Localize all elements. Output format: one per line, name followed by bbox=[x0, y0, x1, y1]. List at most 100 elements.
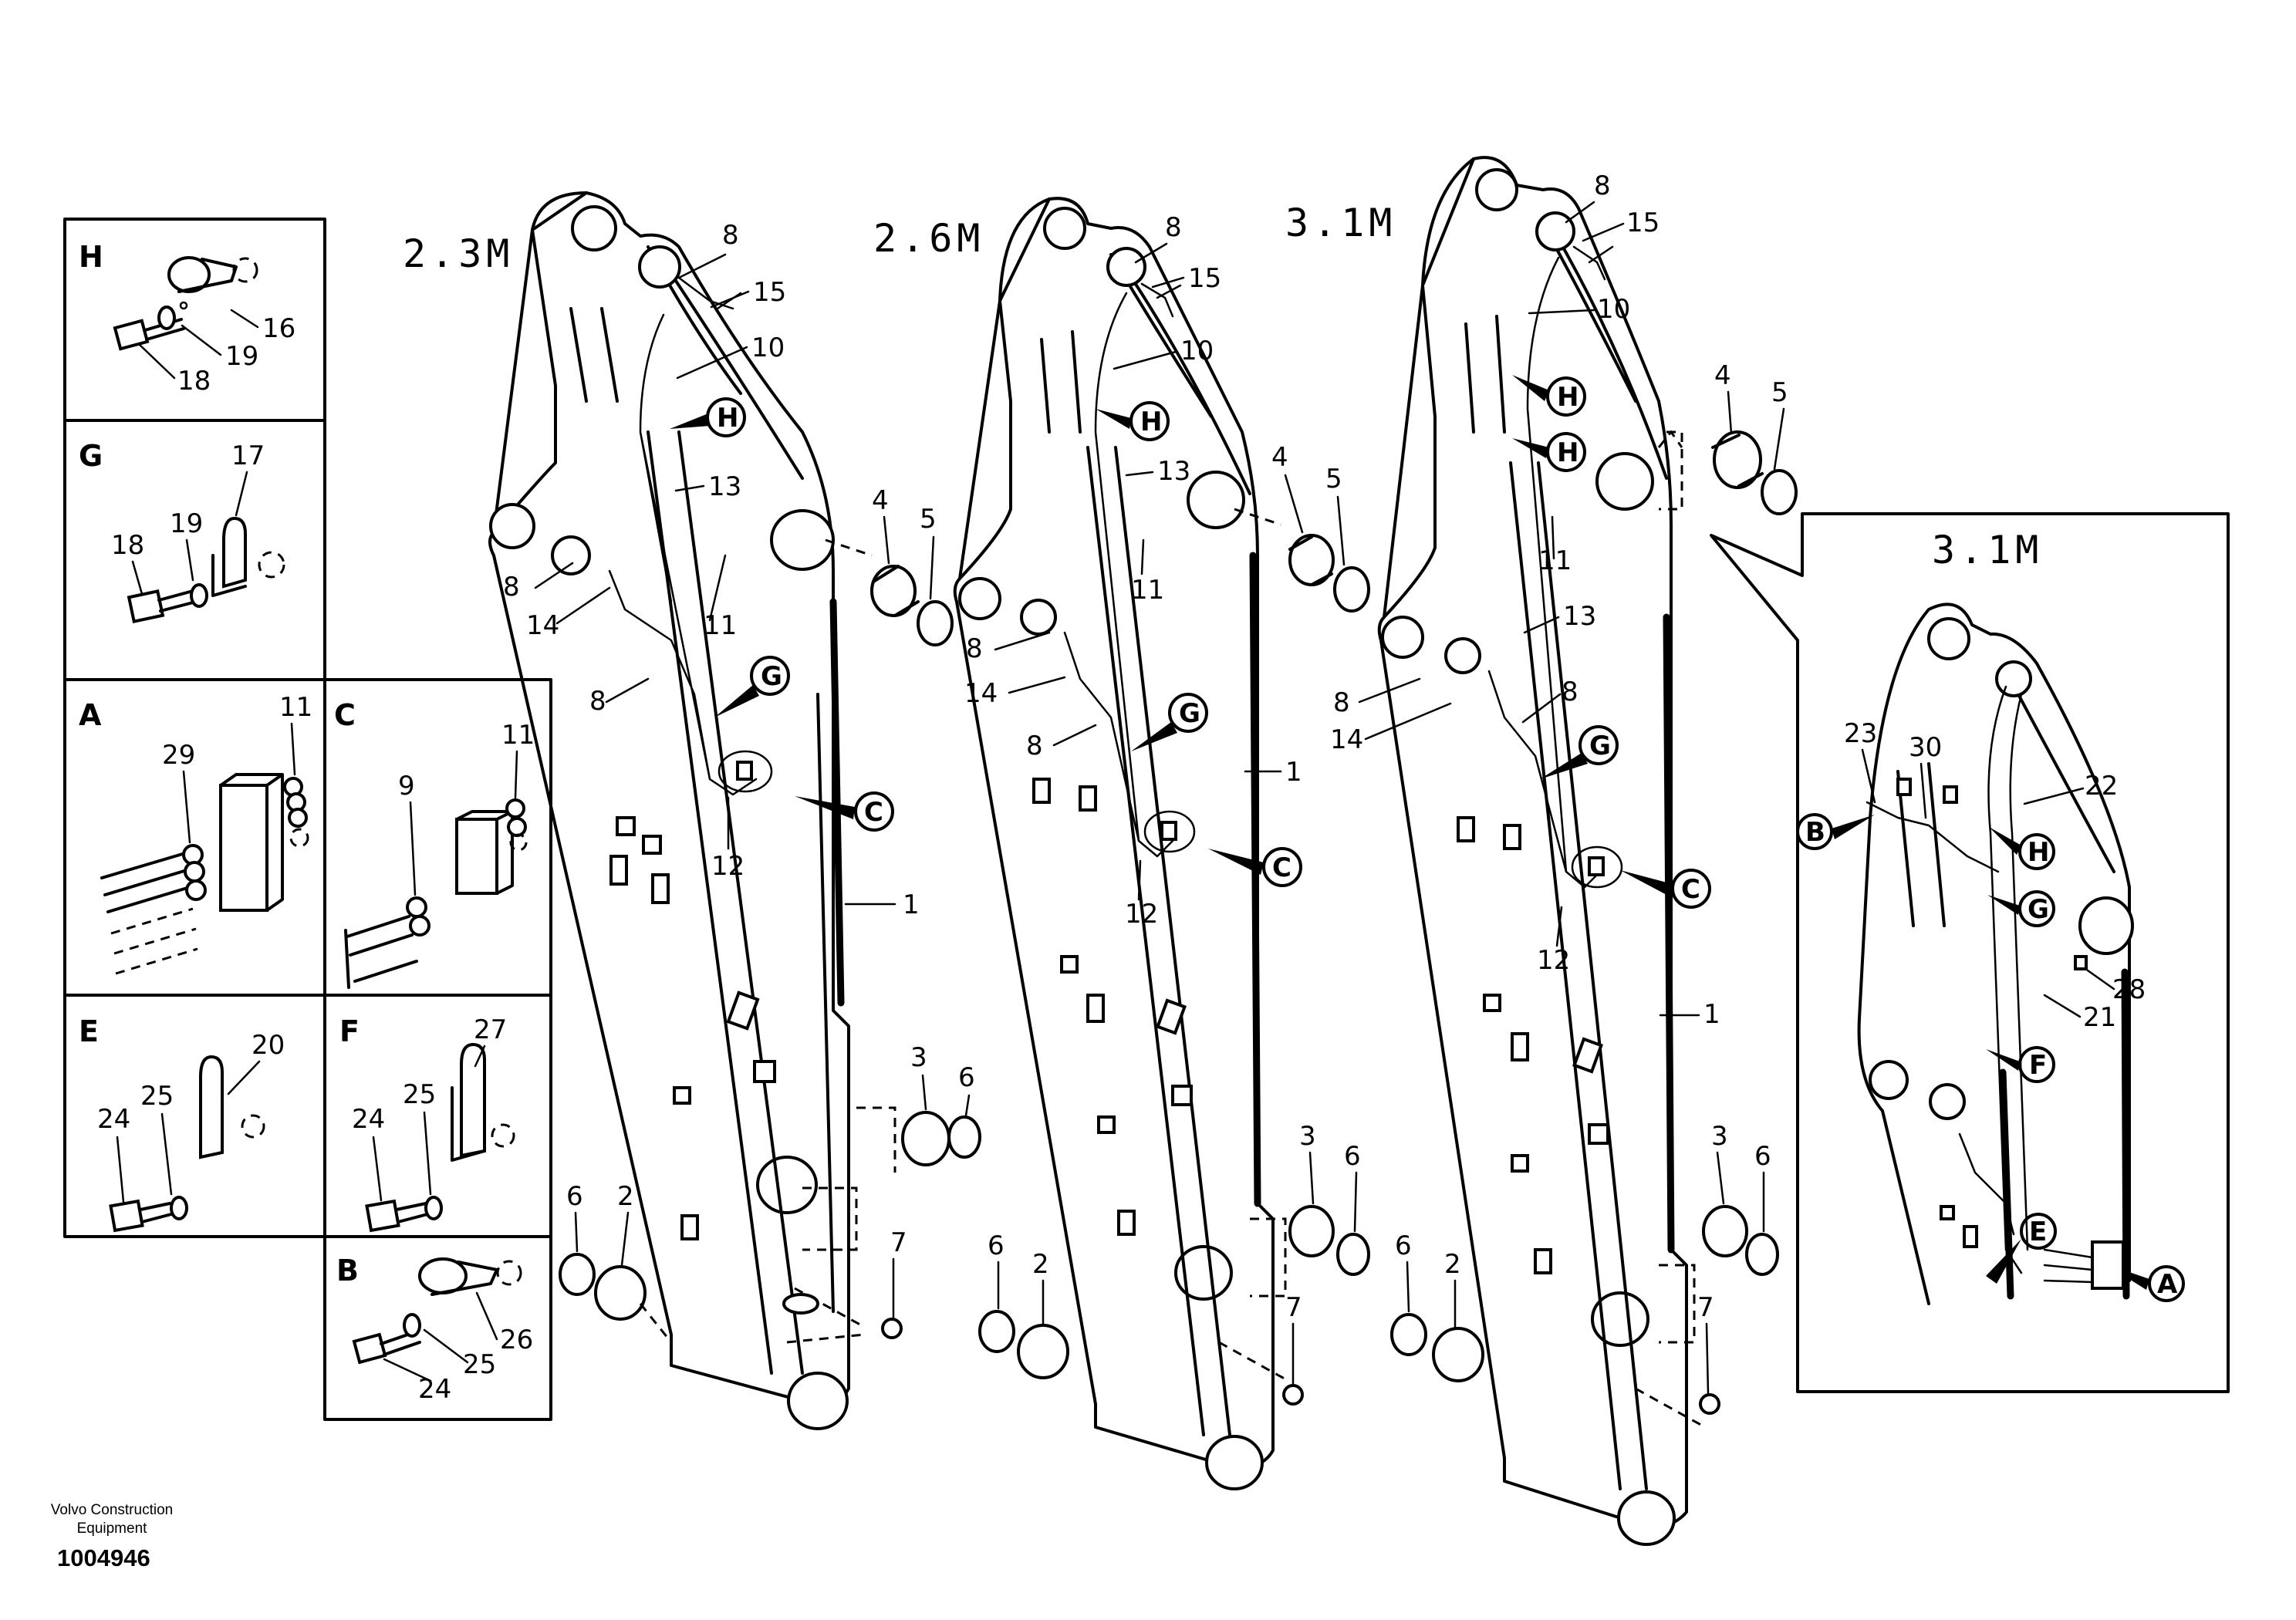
ref-c-26: C bbox=[1272, 852, 1292, 883]
box-letter-e: E bbox=[79, 1014, 99, 1048]
callout-31-8c: 8 bbox=[1562, 677, 1578, 707]
box-letter-a: A bbox=[79, 698, 102, 732]
callout-e-24: 24 bbox=[97, 1104, 130, 1135]
ref-g-23: G bbox=[761, 661, 782, 692]
callout-detail-28: 28 bbox=[2112, 974, 2146, 1005]
callout-31-1: 1 bbox=[1703, 999, 1720, 1030]
boom-title-23: 2.3M bbox=[403, 231, 514, 276]
callout-e-25: 25 bbox=[140, 1081, 174, 1112]
box-letter-h: H bbox=[79, 240, 103, 274]
callout-23-7: 7 bbox=[890, 1227, 907, 1258]
company-name: Volvo Construction Equipment bbox=[50, 1502, 174, 1537]
bushings-3-1m bbox=[1390, 430, 1798, 1415]
callout-31-3: 3 bbox=[1711, 1121, 1728, 1152]
box-letter-g: G bbox=[79, 439, 103, 473]
callout-23-15: 15 bbox=[753, 277, 786, 308]
callout-26-15: 15 bbox=[1188, 263, 1221, 294]
box-letter-f: F bbox=[339, 1014, 360, 1048]
callout-c-11: 11 bbox=[501, 720, 535, 751]
boom-title-26: 2.6M bbox=[873, 216, 984, 261]
callout-26-10: 10 bbox=[1180, 336, 1214, 366]
callout-detail-30: 30 bbox=[1909, 732, 1942, 763]
ref-h-detail: H bbox=[2028, 837, 2049, 868]
ref-h-23: H bbox=[717, 403, 738, 434]
callout-23-6b: 6 bbox=[566, 1181, 583, 1212]
boom-3-1m-drawing bbox=[1377, 156, 1706, 1546]
callout-23-10: 10 bbox=[751, 332, 785, 363]
callout-26-6: 6 bbox=[1344, 1141, 1361, 1172]
callout-26-6b: 6 bbox=[988, 1230, 1004, 1261]
callout-26-12: 12 bbox=[1125, 899, 1158, 930]
callout-26-11: 11 bbox=[1131, 575, 1164, 606]
callout-23-5: 5 bbox=[920, 504, 937, 535]
callout-31-11: 11 bbox=[1538, 545, 1572, 576]
callout-g-17: 17 bbox=[231, 440, 265, 471]
bushings-2-3m bbox=[559, 565, 981, 1343]
callout-23-8b: 8 bbox=[503, 572, 520, 602]
connector-c-drawing bbox=[344, 798, 528, 989]
callout-f-24: 24 bbox=[352, 1104, 385, 1135]
callout-31-12: 12 bbox=[1537, 945, 1570, 976]
callout-23-2: 2 bbox=[617, 1181, 634, 1212]
callout-b-24: 24 bbox=[418, 1374, 451, 1405]
callout-b-25: 25 bbox=[463, 1349, 496, 1380]
ref-c-23: C bbox=[864, 797, 883, 828]
callout-e-20: 20 bbox=[252, 1030, 285, 1061]
ref-g-detail: G bbox=[2028, 894, 2049, 925]
boom-title-31: 3.1M bbox=[1285, 201, 1396, 245]
callout-a-11: 11 bbox=[279, 692, 312, 723]
detail-box-grid bbox=[63, 218, 552, 1421]
ref-h-31b: H bbox=[1557, 437, 1578, 468]
callout-23-1: 1 bbox=[903, 889, 920, 920]
callout-31-10: 10 bbox=[1597, 294, 1630, 325]
detail-view-3-1m bbox=[1710, 512, 2230, 1393]
callout-h-18: 18 bbox=[177, 366, 211, 397]
callout-31-6b: 6 bbox=[1395, 1230, 1412, 1261]
callout-f-25: 25 bbox=[403, 1079, 436, 1110]
clamp-e-drawing bbox=[109, 1055, 265, 1233]
callout-h-16: 16 bbox=[262, 313, 295, 344]
callout-c-9: 9 bbox=[398, 771, 415, 802]
callout-b-26: 26 bbox=[500, 1325, 533, 1355]
ref-g-31: G bbox=[1589, 731, 1611, 761]
callout-23-8c: 8 bbox=[589, 686, 606, 717]
callout-26-14: 14 bbox=[964, 678, 998, 709]
callout-26-4: 4 bbox=[1271, 442, 1288, 473]
callout-a-29: 29 bbox=[162, 740, 195, 771]
box-letter-c: C bbox=[334, 698, 356, 732]
ref-c-31: C bbox=[1681, 874, 1700, 905]
callout-26-3: 3 bbox=[1299, 1121, 1316, 1152]
callout-26-5: 5 bbox=[1325, 464, 1342, 494]
callout-23-12: 12 bbox=[711, 851, 745, 882]
callout-31-8b: 8 bbox=[1333, 687, 1350, 718]
ref-b-detail: B bbox=[1805, 817, 1825, 848]
callout-26-8c: 8 bbox=[1026, 731, 1043, 761]
callout-26-1: 1 bbox=[1285, 757, 1302, 788]
callout-26-2: 2 bbox=[1032, 1249, 1049, 1280]
boom-2-6m-drawing bbox=[953, 197, 1289, 1490]
clamp-g-drawing bbox=[127, 516, 285, 623]
callout-23-3: 3 bbox=[910, 1042, 927, 1073]
ref-e-detail: E bbox=[2029, 1217, 2047, 1247]
callout-31-14: 14 bbox=[1330, 724, 1363, 755]
callout-31-5: 5 bbox=[1771, 377, 1788, 408]
callout-31-2: 2 bbox=[1444, 1249, 1461, 1280]
callout-detail-21: 21 bbox=[2083, 1002, 2116, 1033]
callout-31-4: 4 bbox=[1714, 360, 1731, 391]
bushings-2-6m bbox=[978, 534, 1370, 1406]
callout-31-15: 15 bbox=[1626, 208, 1660, 238]
callout-31-6: 6 bbox=[1754, 1141, 1771, 1172]
callout-23-4: 4 bbox=[872, 485, 889, 516]
ref-g-26: G bbox=[1179, 698, 1200, 729]
callout-f-27: 27 bbox=[474, 1014, 507, 1045]
callout-23-14: 14 bbox=[526, 610, 559, 641]
ref-h-31: H bbox=[1557, 382, 1578, 413]
callout-h-19: 19 bbox=[225, 341, 258, 372]
clamp-h-drawing bbox=[113, 256, 258, 351]
clamp-b-drawing bbox=[352, 1257, 522, 1365]
callout-g-19: 19 bbox=[170, 508, 203, 539]
callout-23-11: 11 bbox=[704, 610, 737, 641]
callout-23-13: 13 bbox=[708, 471, 741, 502]
callout-26-8: 8 bbox=[1165, 212, 1182, 243]
